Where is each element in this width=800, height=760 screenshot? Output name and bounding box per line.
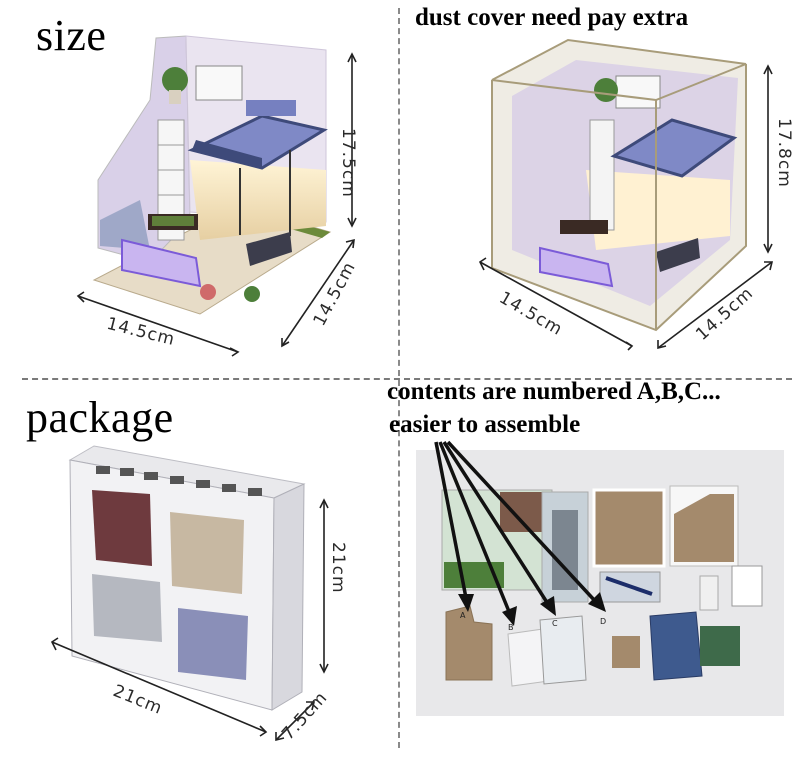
cover-loft [610, 118, 738, 178]
house-height-label: 17.5cm [338, 128, 358, 198]
cover-width-arrow [479, 261, 633, 347]
glue-tube [699, 575, 719, 611]
wood-board-1 [592, 488, 666, 568]
parts-illustration: A B C D [416, 440, 784, 716]
piano [195, 65, 243, 101]
loft-rail [192, 140, 262, 168]
box-width-arrow [51, 641, 267, 733]
package-box-illustration [50, 445, 329, 742]
pointer-arrow-c [442, 441, 550, 605]
cover-table [560, 220, 608, 234]
green-parts-bag [700, 626, 740, 666]
cover-sofa [656, 238, 700, 272]
plant [162, 67, 188, 93]
part-bag-c [539, 615, 587, 685]
depth-arrow [281, 239, 355, 347]
package-heading: package [26, 393, 174, 442]
city-mural [100, 200, 150, 250]
box-photo-2 [170, 512, 244, 594]
cover-shelf [589, 119, 615, 231]
width-arrow [77, 295, 239, 353]
box-thumb [96, 466, 110, 474]
contents-heading-line1: contents are numbered A,B,C... [387, 378, 721, 405]
cover-height-label: 17.8cm [774, 118, 794, 188]
part-label-d: D [600, 617, 606, 626]
pool [121, 238, 202, 288]
dollhouse-illustration [76, 35, 357, 357]
cover-lower-room [586, 170, 730, 250]
contents-heading-line2: easier to assemble [389, 411, 581, 438]
cover-plant [594, 78, 618, 102]
sofa [246, 232, 292, 266]
pointer-arrow-a [434, 441, 468, 599]
part-bag-d [612, 636, 640, 668]
box-photo-1 [92, 490, 152, 566]
wood-board-2 [674, 494, 734, 562]
part-label-b: B [508, 623, 514, 632]
pointer-arrow-b [438, 441, 512, 615]
box-photo-4 [178, 608, 248, 680]
box-photo-3 [92, 574, 162, 642]
pillows [246, 100, 296, 116]
lower-room [190, 160, 326, 240]
dust-cover-heading: dust cover need pay extra [415, 4, 689, 31]
cover-piano [615, 75, 661, 109]
box-height-label: 21cm [328, 542, 348, 594]
cover-depth-arrow [657, 261, 773, 349]
blue-parts-bag [649, 611, 703, 681]
part-label-a: A [460, 611, 466, 620]
size-heading: size [36, 11, 107, 60]
dust-cover-illustration [478, 38, 774, 351]
pointer-arrow-d [446, 440, 598, 604]
box-depth-arrow [275, 701, 315, 741]
horizontal-divider [22, 378, 792, 380]
instruction-card [731, 565, 763, 607]
cover-pool [539, 246, 614, 288]
box-side [271, 483, 305, 711]
vertical-divider [398, 8, 400, 748]
part-label-c: C [552, 619, 558, 628]
flowers [200, 284, 216, 300]
